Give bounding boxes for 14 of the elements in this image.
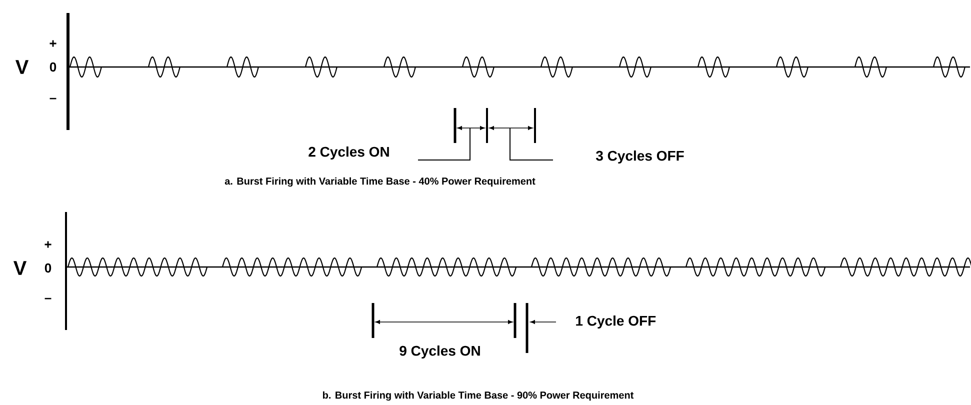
axis-label: – <box>44 298 52 300</box>
dimension-label: 2 Cycles ON <box>308 146 389 160</box>
axis-label: V <box>15 60 29 74</box>
dimension-label: 9 Cycles ON <box>400 345 480 359</box>
caption: b. Burst Firing with Variable Time Base - 90% Power Requirement <box>322 391 634 401</box>
dimension-label: 3 Cycles OFF <box>596 150 684 164</box>
axis-label: + <box>44 241 52 248</box>
axis-label: 0 <box>50 62 56 72</box>
axis-label: V <box>13 261 27 275</box>
axis-label: – <box>50 98 56 100</box>
axis-label: + <box>50 40 56 47</box>
caption: a. Burst Firing with Variable Time Base - 40% Power Requirement <box>224 177 536 187</box>
dimension-label: 1 Cycle OFF <box>576 315 656 329</box>
axis-label: 0 <box>44 263 52 273</box>
